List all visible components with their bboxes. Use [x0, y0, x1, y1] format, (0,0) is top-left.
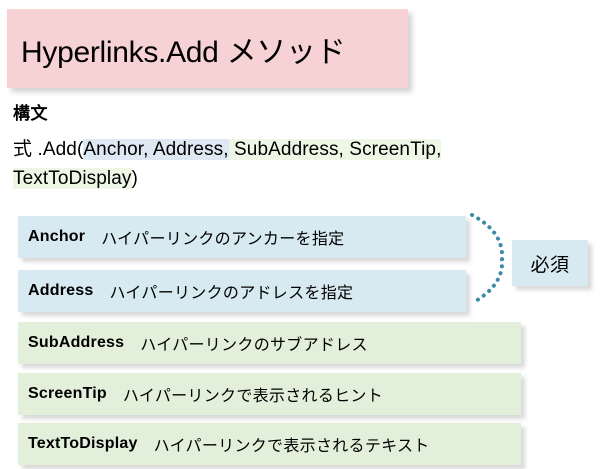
- page-title-banner: Hyperlinks.Add メソッド: [7, 9, 408, 88]
- parameter-name: TextToDisplay: [28, 435, 138, 452]
- parameter-name: SubAddress: [28, 334, 125, 351]
- parameter-row-texttodisplay: TextToDisplay ハイパーリンクで表示されるテキスト: [18, 423, 521, 465]
- syntax-line-first: 式 .Add(Anchor, Address, SubAddress, Scre…: [13, 134, 442, 161]
- parameter-description: ハイパーリンクのアンカーを指定: [101, 231, 345, 248]
- syntax-expression-prefix: 式 .Add(: [13, 139, 84, 160]
- syntax-optional-args-part2: TextToDisplay: [13, 168, 132, 189]
- parameter-description: ハイパーリンクで表示されるヒント: [122, 388, 384, 405]
- syntax-line-second: TextToDisplay): [13, 168, 138, 190]
- required-badge: 必須: [512, 240, 588, 286]
- page-title: Hyperlinks.Add メソッド: [21, 35, 346, 69]
- parameter-description: ハイパーリンクのサブアドレス: [140, 337, 368, 354]
- parameter-description: ハイパーリンクのアドレスを指定: [109, 285, 354, 302]
- parameter-row-address: Address ハイパーリンクのアドレスを指定: [18, 270, 466, 312]
- parameter-description: ハイパーリンクで表示されるテキスト: [153, 438, 430, 455]
- syntax-required-args: Anchor, Address,: [83, 139, 229, 160]
- parameter-row-subaddress: SubAddress ハイパーリンクのサブアドレス: [18, 322, 521, 364]
- syntax-optional-args-part1: SubAddress, ScreenTip,: [228, 139, 442, 160]
- parameter-name: Anchor: [28, 228, 86, 245]
- parameter-row-anchor: Anchor ハイパーリンクのアンカーを指定: [18, 216, 466, 258]
- syntax-closing-paren: ): [131, 168, 138, 189]
- parameter-row-screentip: ScreenTip ハイパーリンクで表示されるヒント: [18, 373, 521, 415]
- dotted-brace-icon: [470, 213, 505, 305]
- syntax-section-heading: 構文: [13, 104, 48, 123]
- parameter-name: Address: [28, 282, 94, 299]
- required-badge-label: 必須: [530, 254, 570, 276]
- parameter-name: ScreenTip: [28, 385, 107, 402]
